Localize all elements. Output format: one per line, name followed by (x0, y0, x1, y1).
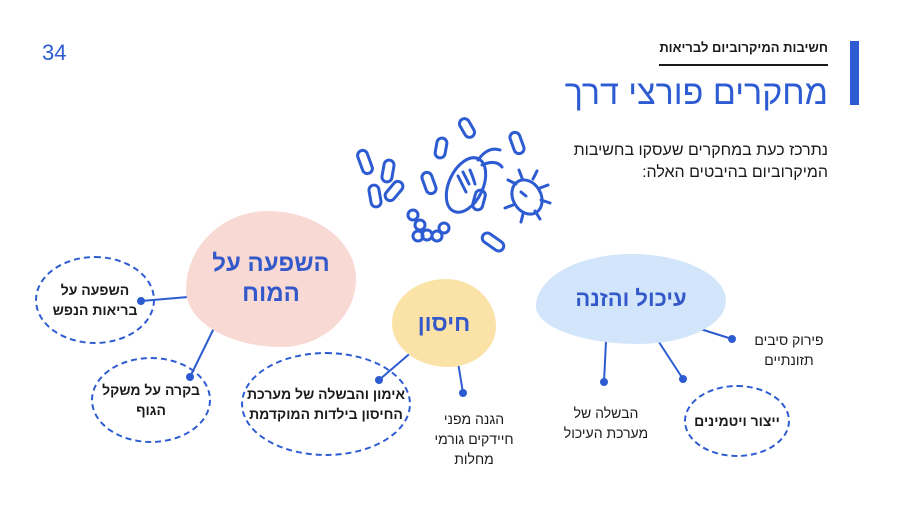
topic-digestion-blob: עיכול והזנה (536, 254, 726, 344)
subtopic-fiber-breakdown: פירוק סיבים תזונתיים (754, 332, 824, 368)
topic-digestion-label: עיכול והזנה (575, 286, 687, 311)
topic-brain-label: השפעה על המוח (212, 250, 330, 307)
accent-bar (850, 41, 859, 105)
subtopic-weight-control: בקרה על משקל הגוף (91, 357, 211, 443)
topic-immune-blob: חיסון (392, 279, 496, 367)
subtopic-mental-health: השפעה על בריאות הנפש (35, 256, 155, 344)
slide-subtitle: חשיבות המיקרוביום לבריאות (659, 40, 828, 55)
slide-title: מחקרים פורצי דרך (564, 74, 828, 112)
intro-text: נתרכז כעת במחקרים שעסקו בחשיבות המיקרובי… (573, 142, 828, 181)
subtitle-underline (659, 64, 828, 66)
page-number: 34 (42, 40, 67, 65)
subtopic-digestive-maturation: הבשלה של מערכת העיכול (563, 405, 649, 441)
topic-immune-label: חיסון (417, 309, 471, 336)
subtopic-immune-training: אימון והבשלה של מערכת החיסון בילדות המוק… (241, 352, 411, 456)
subtopic-pathogen-defense: הגנה מפני חיידקים גורמי מחלות (434, 411, 514, 467)
subtopic-vitamins: ייצור ויטמינים (684, 385, 790, 457)
topic-brain-blob: השפעה על המוח (186, 211, 356, 347)
